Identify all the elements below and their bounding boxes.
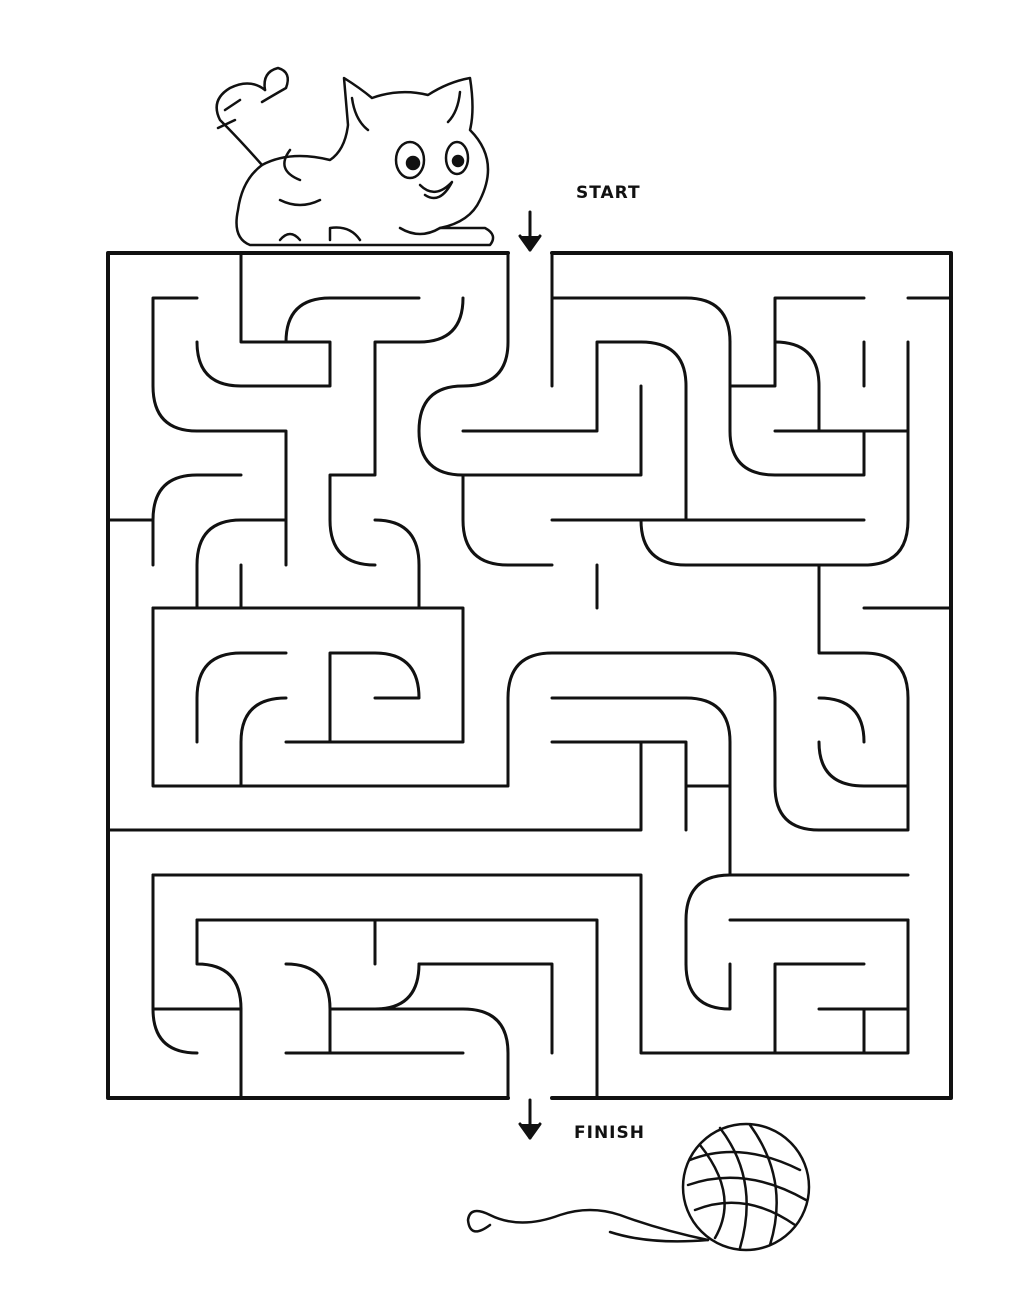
finish-label: FINISH [574,1123,645,1143]
maze-outer-wall [106,251,953,1100]
start-arrow-icon [518,210,542,252]
finish-arrow-icon [518,1098,542,1140]
start-label: START [576,183,641,203]
maze-inner-walls [106,251,953,1100]
yarn-ball-illustration [466,1122,811,1252]
cat-illustration [215,66,495,247]
